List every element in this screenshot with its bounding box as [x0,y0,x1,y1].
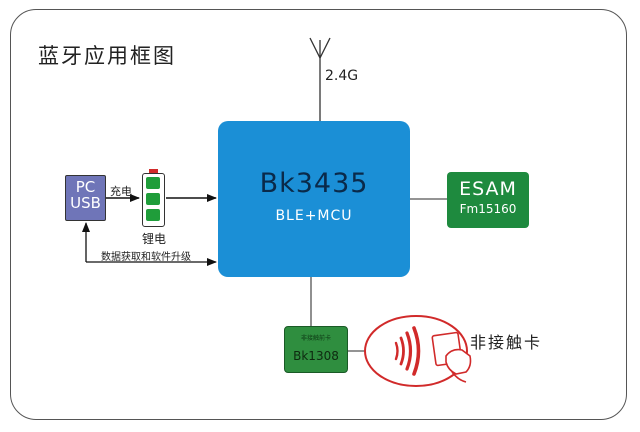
battery-icon [142,173,165,227]
data-link-label: 数据获取和软件升级 [101,252,191,263]
contactless-reader-ellipse [364,315,468,387]
battery-cell [146,209,160,221]
nfc-chip-block: 非接触前卡 Bk1308 [284,326,348,373]
nfc-chip-caption: 非接触前卡 [300,335,331,342]
antenna-icon [309,37,331,121]
contactless-wave-icon [394,326,421,376]
data-link-arrow [82,222,217,266]
battery-terminal [149,169,158,174]
mcu-subtitle: BLE+MCU [275,208,353,224]
nfc-chip-model: Bk1308 [293,349,339,363]
battery-cell [146,193,160,205]
esam-model: Fm15160 [459,202,517,216]
contactless-card-label: 非接触卡 [470,333,543,352]
battery-cell [146,177,160,189]
battery-label: 锂电 [142,232,167,246]
hand-card-icon [431,331,472,383]
esam-block: ESAM Fm15160 [447,172,529,228]
usb-label: USB [70,193,101,212]
pc-label: PC [75,178,96,196]
diagram-title: 蓝牙应用框图 [38,44,176,68]
pc-usb-block: PC USB [65,175,106,221]
diagram-frame [10,9,627,420]
esam-name: ESAM [459,178,517,200]
charge-label: 充电 [110,185,132,198]
mcu-name: Bk3435 [259,168,369,199]
mcu-block: Bk3435 BLE+MCU [218,121,410,277]
antenna-label: 2.4G [325,68,359,84]
